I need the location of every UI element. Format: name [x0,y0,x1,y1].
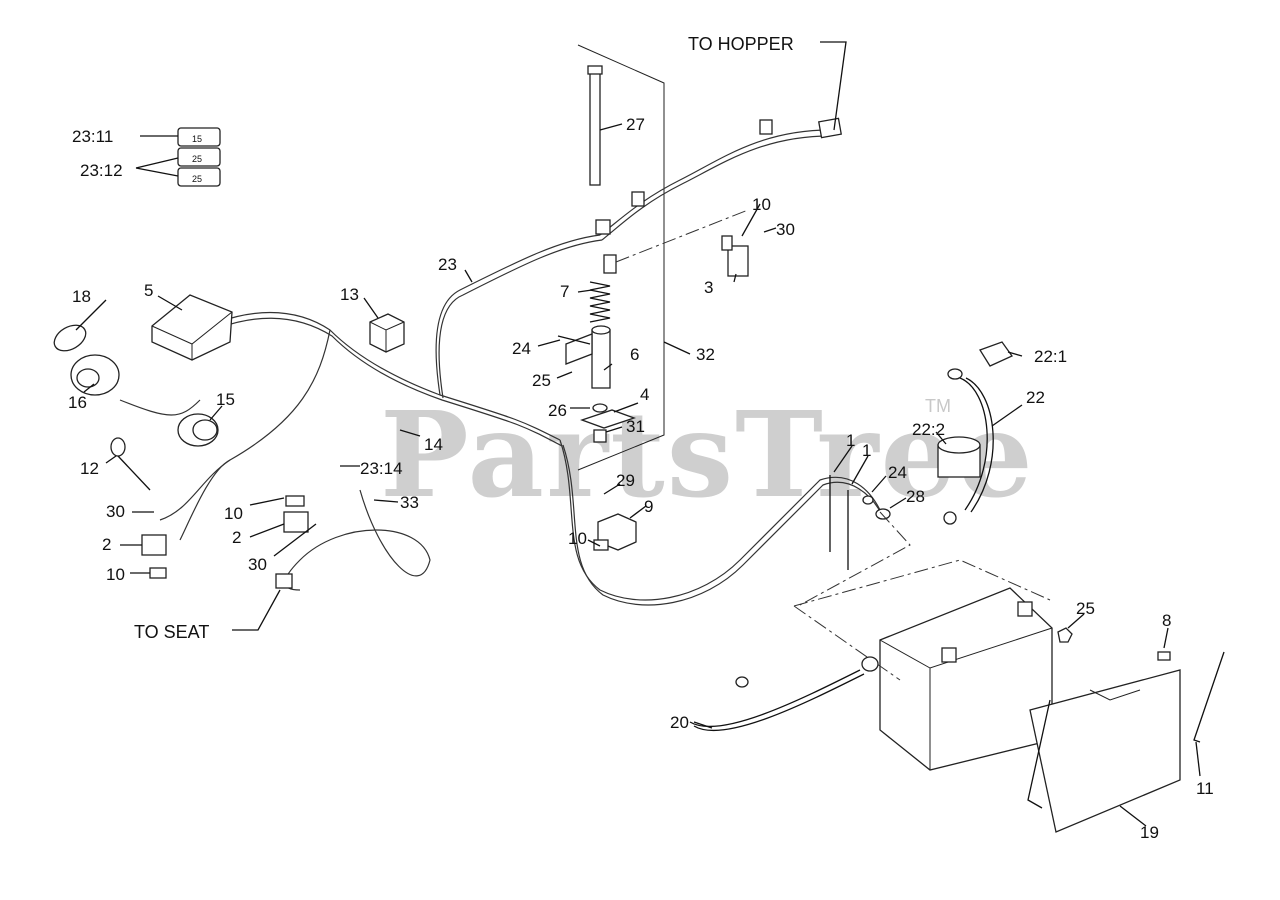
label-11: 11 [1196,779,1214,798]
mounting-plate [577,44,665,471]
label-1-right: 1 [862,441,871,460]
switch-part-right [615,209,749,277]
label-10-mid: 10 [224,504,243,523]
label-2-left: 2 [102,535,111,554]
label-25-right: 25 [1076,599,1095,618]
label-to-hopper: TO HOPPER [688,34,794,54]
label-29: 29 [616,471,635,490]
label-26: 26 [548,401,567,420]
label-6: 6 [630,345,639,364]
label-to-seat: TO SEAT [134,622,209,642]
label-33: 33 [400,493,419,512]
label-24-right: 24 [888,463,907,482]
fuse-value-3: 25 [192,174,202,184]
bolt-part-left [557,335,591,345]
fuse-value-1: 15 [192,134,202,144]
label-5: 5 [144,281,153,300]
fuse-value-2: 25 [192,154,202,164]
wing-nut-part [1157,651,1171,661]
label-2-mid: 2 [232,528,241,547]
bolt-part-right [862,495,891,520]
label-27: 27 [626,115,645,134]
positive-cable-part [943,368,994,525]
label-15: 15 [216,390,235,409]
fuse-block: 15 25 25 [135,127,221,187]
washer-part [580,403,636,443]
holddown-rod-part [1027,651,1225,809]
label-32: 32 [696,345,715,364]
label-9: 9 [644,497,653,516]
label-10-bottom: 10 [568,529,587,548]
label-13: 13 [340,285,359,304]
connector-mid [595,191,645,274]
label-8: 8 [1162,611,1171,630]
seat-connector [275,573,293,589]
watermark-text: PartsTree [380,385,1035,524]
label-4: 4 [640,385,649,404]
rod-part [587,65,603,186]
ground-wire-part [829,475,849,570]
label-10-top: 10 [752,195,771,214]
label-30-mid: 30 [248,555,267,574]
wire-harness [119,129,883,606]
label-23-12: 23:12 [80,161,123,180]
nut-part-right [1057,627,1073,643]
battery-outline-dash [793,511,1051,681]
label-12: 12 [80,459,99,478]
switch-cap-part [53,324,87,352]
switch-part-left [141,534,167,579]
spring-part [589,281,611,323]
horn-part [177,413,219,447]
watermark-trademark: TM [925,396,951,416]
label-16: 16 [68,393,87,412]
label-1-left: 1 [846,431,855,450]
label-3: 3 [704,278,713,297]
terminal-cover-part [937,436,981,478]
label-23: 23 [438,255,457,274]
label-23-11: 23:11 [72,127,113,146]
label-23-14: 23:14 [360,459,403,478]
label-10-left: 10 [106,565,125,584]
battery-holddown-part [1029,669,1181,833]
label-24-left: 24 [512,339,531,358]
label-20: 20 [670,713,689,732]
label-31: 31 [626,417,645,436]
interlock-switch-part [593,513,637,551]
battery-part [879,587,1053,771]
label-7: 7 [560,282,569,301]
terminal-boot-part [979,341,1013,367]
connector-to-hopper [759,117,842,139]
callout-labels: TO HOPPER TO SEAT 23:11 23:12 27 10 30 3… [68,34,1214,842]
label-14: 14 [424,435,443,454]
label-25-left: 25 [532,371,551,390]
leader-lines [75,41,1201,827]
module-part [151,294,233,361]
label-30-left: 30 [106,502,125,521]
label-22: 22 [1026,388,1045,407]
label-22-2: 22:2 [912,420,945,439]
key-switch-part [70,354,120,396]
relay-part [369,313,405,353]
negative-cable-part [689,656,879,732]
switch-part-mid [283,495,309,533]
label-19: 19 [1140,823,1159,842]
label-22-1: 22:1 [1034,347,1067,366]
label-18: 18 [72,287,91,306]
label-28: 28 [906,487,925,506]
sleeve-part [565,325,611,389]
bulb-part [110,437,151,491]
label-30-top: 30 [776,220,795,239]
